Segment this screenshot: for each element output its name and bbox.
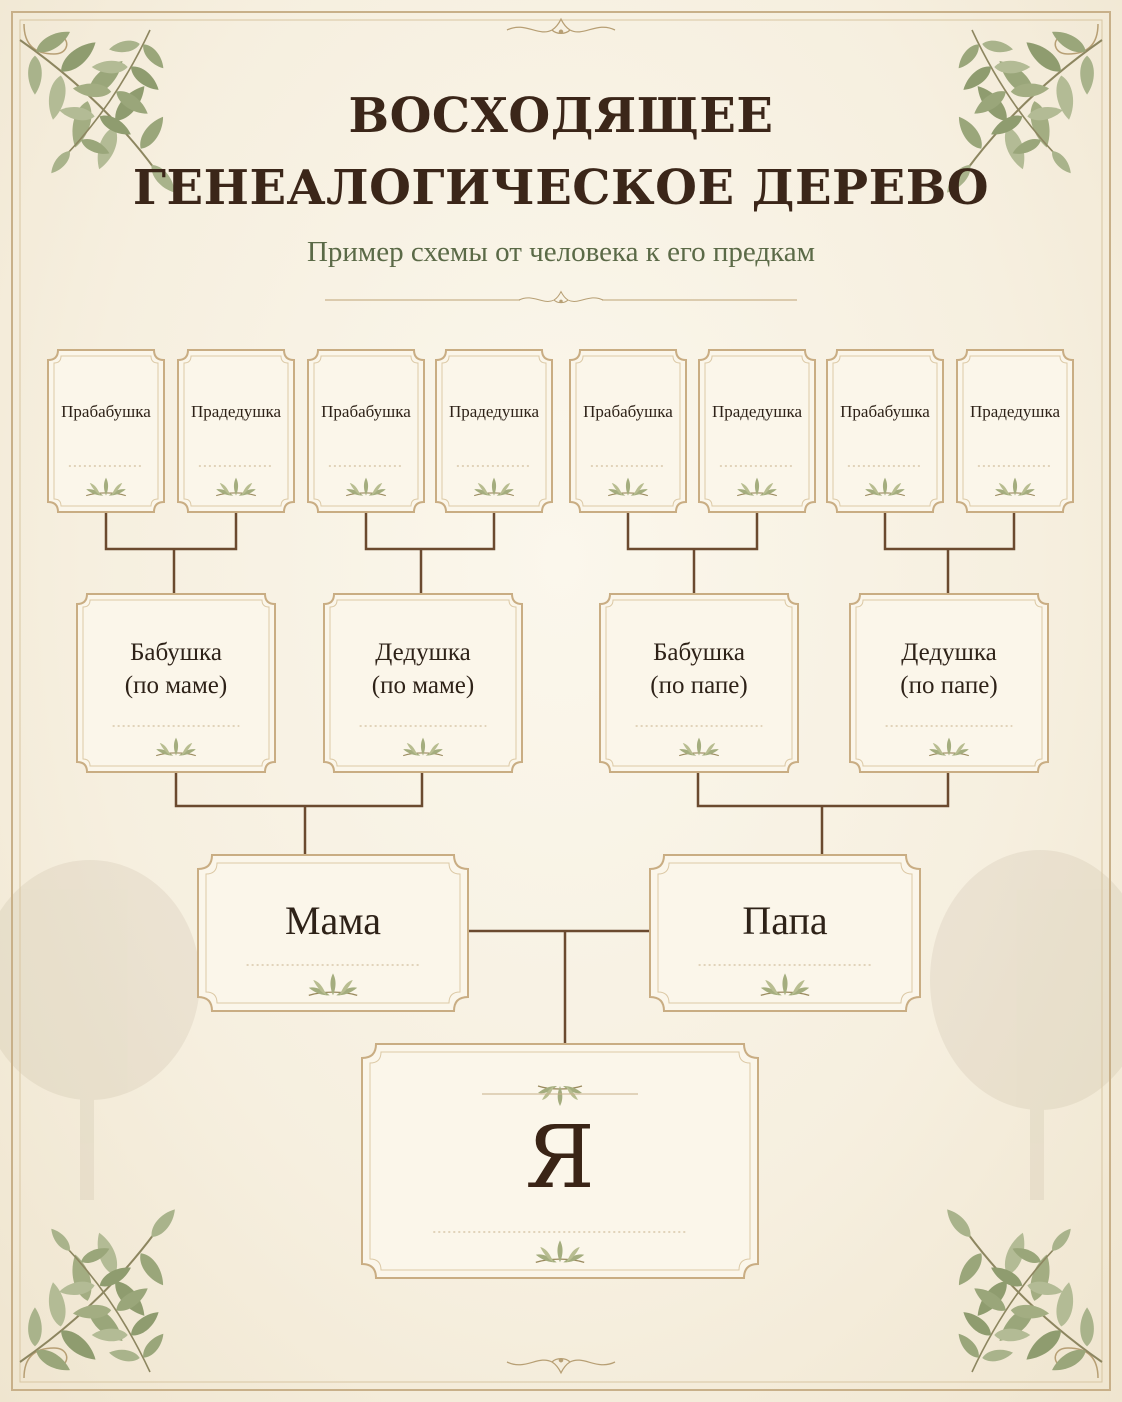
card-frame <box>197 854 469 1012</box>
card-inner-frame <box>53 355 159 507</box>
title-line-2: ГЕНЕАЛОГИЧЕСКОЕ ДЕРЕВО <box>132 160 990 216</box>
great-grandmother-card[interactable]: Прабабушка <box>48 350 164 512</box>
subtitle: Пример схемы от человека к его предкам <box>306 236 816 268</box>
card-label-line2: (по маме) <box>371 672 475 699</box>
great-grandfather-card[interactable]: Прадедушка <box>957 350 1073 512</box>
card-frame <box>435 349 553 513</box>
grandfather-maternal-card[interactable]: Дедушка (по маме) <box>324 594 522 772</box>
card-label: Дедушка (по маме) <box>324 636 522 702</box>
great-grandmother-card[interactable]: Прабабушка <box>308 350 424 512</box>
card-label: Папа <box>742 898 828 943</box>
card-frame <box>826 349 944 513</box>
card-frame <box>649 854 921 1012</box>
grandfather-paternal-card[interactable]: Дедушка (по папе) <box>850 594 1048 772</box>
card-label-line1: Бабушка <box>130 639 222 666</box>
card-label: Прадедушка <box>448 402 540 421</box>
card-label: Прабабушка <box>840 402 930 421</box>
title-line-1: ВОСХОДЯЩЕЕ <box>348 88 774 144</box>
card-label-line1: Бабушка <box>653 639 745 666</box>
grandmother-paternal-card[interactable]: Бабушка (по папе) <box>600 594 798 772</box>
card-label: Прабабушка <box>583 402 673 421</box>
card-inner-frame <box>369 1051 751 1271</box>
card-label: Прадедушка <box>190 402 282 421</box>
card-frame <box>307 349 425 513</box>
great-grandfather-card[interactable]: Прадедушка <box>436 350 552 512</box>
card-inner-frame <box>605 599 793 767</box>
mother-card[interactable]: Мама <box>198 855 468 1011</box>
card-label: Мама <box>284 898 382 943</box>
card-frame <box>323 593 523 773</box>
card-label: Бабушка (по папе) <box>600 636 798 702</box>
card-frame <box>599 593 799 773</box>
card-label: Прабабушка <box>61 402 151 421</box>
card-label-line2: (по маме) <box>124 672 228 699</box>
card-frame <box>569 349 687 513</box>
father-card[interactable]: Папа <box>650 855 920 1011</box>
card-label-line1: Дедушка <box>901 639 997 666</box>
card-label: Дедушка (по папе) <box>850 636 1048 702</box>
great-grandmother-card[interactable]: Прабабушка <box>570 350 686 512</box>
card-inner-frame <box>832 355 938 507</box>
card-label-line2: (по папе) <box>650 672 748 699</box>
card-inner-frame <box>441 355 547 507</box>
card-label-line2: (по папе) <box>900 672 998 699</box>
self-card[interactable]: Я <box>362 1044 758 1278</box>
card-frame <box>76 593 276 773</box>
card-inner-frame <box>329 599 517 767</box>
card-label: Прадедушка <box>711 402 803 421</box>
card-label: Бабушка (по маме) <box>77 636 275 702</box>
card-frame <box>956 349 1074 513</box>
card-label: Прабабушка <box>321 402 411 421</box>
card-frame <box>177 349 295 513</box>
great-grandmother-card[interactable]: Прабабушка <box>827 350 943 512</box>
card-frame <box>849 593 1049 773</box>
card-inner-frame <box>313 355 419 507</box>
card-inner-frame <box>82 599 270 767</box>
card-inner-frame <box>962 355 1068 507</box>
card-label-line1: Дедушка <box>375 639 471 666</box>
card-frame <box>361 1043 759 1279</box>
great-grandfather-card[interactable]: Прадедушка <box>178 350 294 512</box>
grandmother-maternal-card[interactable]: Бабушка (по маме) <box>77 594 275 772</box>
card-inner-frame <box>704 355 810 507</box>
great-grandfather-card[interactable]: Прадедушка <box>699 350 815 512</box>
card-label: Я <box>525 1108 595 1208</box>
card-inner-frame <box>657 862 913 1004</box>
card-label: Прадедушка <box>969 402 1061 421</box>
card-frame <box>47 349 165 513</box>
card-inner-frame <box>205 862 461 1004</box>
card-inner-frame <box>575 355 681 507</box>
card-inner-frame <box>183 355 289 507</box>
card-inner-frame <box>855 599 1043 767</box>
card-frame <box>698 349 816 513</box>
